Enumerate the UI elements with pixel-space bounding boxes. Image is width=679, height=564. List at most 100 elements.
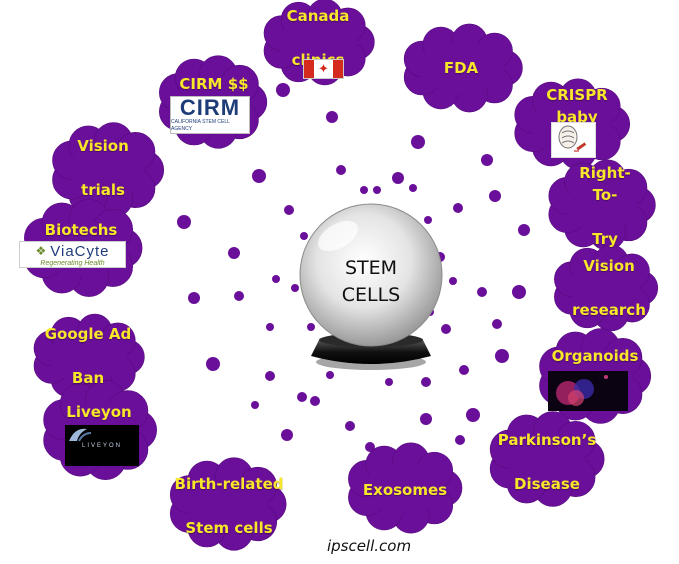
scatter-dot [365,442,375,452]
topic-vision-research-line2: research [572,301,646,319]
topic-liveyon: Liveyon [66,379,131,445]
topic-right-to-try-line1: Right-To- [579,164,631,204]
topic-fda: FDA [444,35,478,101]
liveyon-logo-text: LIVEYON [81,442,122,449]
scatter-dot [281,429,293,441]
organoid-image [548,371,628,411]
viacyte-logo-subtext: Regenerating Health [40,259,105,267]
topic-google-line2: Ban [71,369,105,387]
scatter-dot [307,323,315,331]
crystal-ball [299,203,443,370]
scatter-dots [177,83,530,452]
scatter-dot [466,408,480,422]
scatter-dot [512,285,526,299]
topic-parkinsons-disease: Parkinson’s Disease [498,407,596,517]
cloud-right-to-try [548,159,656,251]
scatter-dot [373,186,381,194]
topic-exosomes-line1: Exosomes [362,481,448,499]
scatter-dot [441,324,451,334]
center-label-line2: CELLS [341,284,401,306]
scatter-dot [234,291,244,301]
scatter-dot [310,396,320,406]
topic-canada-line1: Canada [286,7,350,25]
scatter-dot [455,435,465,445]
topic-birth-line1: Birth-related [174,475,284,493]
topic-organoids: Organoids [552,323,639,389]
scatter-dot [284,205,294,215]
topic-crispr-line1: CRISPR baby [546,86,608,126]
scatter-dot [206,357,220,371]
cloud-exosomes [348,442,463,534]
viacyte-logo: ❖ ViaCyte Regenerating Health [19,241,126,268]
topic-parkinsons-line1: Parkinson’s [497,431,597,449]
scatter-dot [459,365,469,375]
topic-vision-trials: Vision trials [77,113,129,223]
scatter-dot [251,401,259,409]
scatter-dot [421,377,431,387]
scatter-dot [489,190,501,202]
scatter-dot [453,203,463,213]
scatter-dot [336,165,346,175]
scatter-dot [424,216,432,224]
scatter-dot [326,371,334,379]
topic-canada-clinics: Canada clinics [287,0,350,93]
topic-right-to-try-line2: Try [592,230,618,248]
topic-vision-trials-line2: trials [81,181,125,199]
scatter-dot [481,154,493,166]
scatter-dot [360,186,368,194]
scatter-dot [477,287,487,297]
scatter-dot [385,378,393,386]
topic-vision-research: Vision research [572,233,646,343]
crispr-baby-icon [551,122,596,158]
topic-right-to-try: Right-To- Try [568,140,642,272]
scatter-dot [252,169,266,183]
scatter-dot [300,232,308,240]
scatter-dot [345,421,355,431]
topic-birth-related-stem-cells: Birth-related Stem cells [175,451,284,561]
scatter-dot [266,323,274,331]
topic-vision-research-line1: Vision [583,257,635,275]
topic-parkinsons-line2: Disease [514,475,580,493]
cloud-google [33,313,145,401]
cloud-birth [169,457,287,551]
cloud-parkinsons [489,411,605,507]
scatter-dot [272,275,280,283]
cloud-fda [403,23,523,113]
topic-biotechs: Biotechs [45,197,118,263]
scatter-dot [265,371,275,381]
scatter-dot [449,277,457,285]
cirm-logo-subtext: CALIFORNIA STEM CELL AGENCY [171,119,230,132]
scatter-dot [392,172,404,184]
topic-cirm-line1: CIRM $$ [179,75,249,93]
viacyte-logo-text: ViaCyte [50,242,110,260]
topic-google-line1: Google Ad [44,325,132,343]
scatter-dot [495,349,509,363]
scatter-dot [228,247,240,259]
scatter-dot [411,135,425,149]
cirm-logo-text: CIRM [179,96,241,120]
scatter-dot [420,413,432,425]
liveyon-logo: LIVEYON [65,425,139,466]
cloud-canada [263,0,375,86]
scatter-dot [291,284,299,292]
scatter-dot [492,319,502,329]
scatter-dot [326,111,338,123]
topic-liveyon-line1: Liveyon [66,403,132,421]
topic-google-ad-ban: Google Ad Ban [45,301,132,411]
cloud-vision-research [554,244,659,332]
scatter-dot [177,215,191,229]
scatter-dot [297,392,307,402]
scatter-dot [276,83,290,97]
topic-vision-trials-line1: Vision [77,137,129,155]
cirm-logo: CIRM CALIFORNIA STEM CELL AGENCY [170,96,250,134]
canada-flag-icon: ✦ [303,59,344,79]
topic-organoids-line1: Organoids [551,347,639,365]
topic-exosomes: Exosomes [363,457,447,523]
footer-credit: ipscell.com [326,537,412,555]
topic-fda-line1: FDA [443,59,479,77]
scatter-dot [518,224,530,236]
scatter-dot [409,184,417,192]
center-label-line1: STEM [344,257,398,279]
topic-birth-line2: Stem cells [185,519,273,537]
